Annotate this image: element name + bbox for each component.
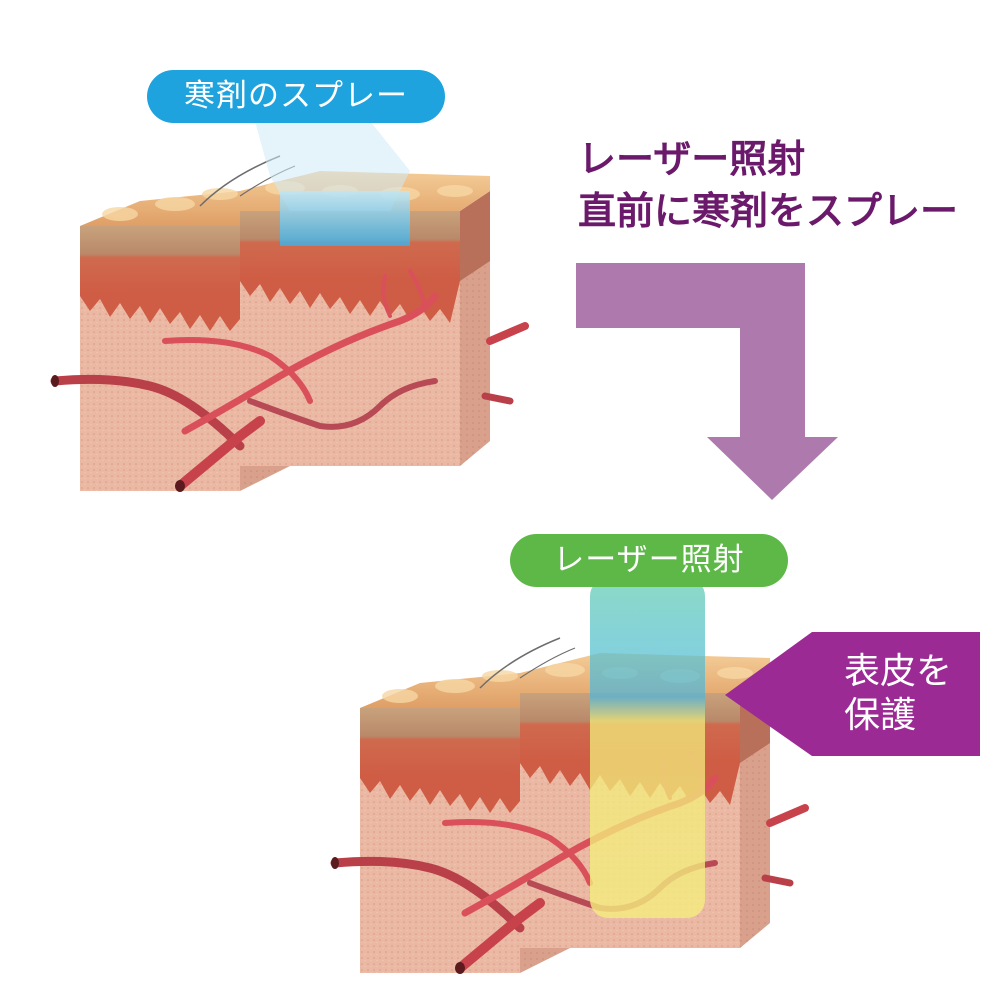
- label-laser-irradiation: レーザー照射: [510, 534, 788, 587]
- caption-line-2: 直前に寒剤をスプレー: [578, 189, 959, 233]
- callout-shape: [725, 632, 980, 756]
- caption-line-1: レーザー照射: [578, 137, 806, 181]
- laser-beam: [590, 578, 705, 918]
- label-cold-spray: 寒剤のスプレー: [147, 70, 445, 123]
- skin-illustration-top: [51, 121, 525, 492]
- skin-illustration-bottom: [331, 578, 805, 974]
- flow-arrow: [576, 263, 838, 500]
- callout-protect-epidermis: 表皮を 保護: [844, 650, 952, 738]
- callout-line-1: 表皮を: [844, 651, 953, 692]
- callout-line-2: 保護: [844, 695, 917, 736]
